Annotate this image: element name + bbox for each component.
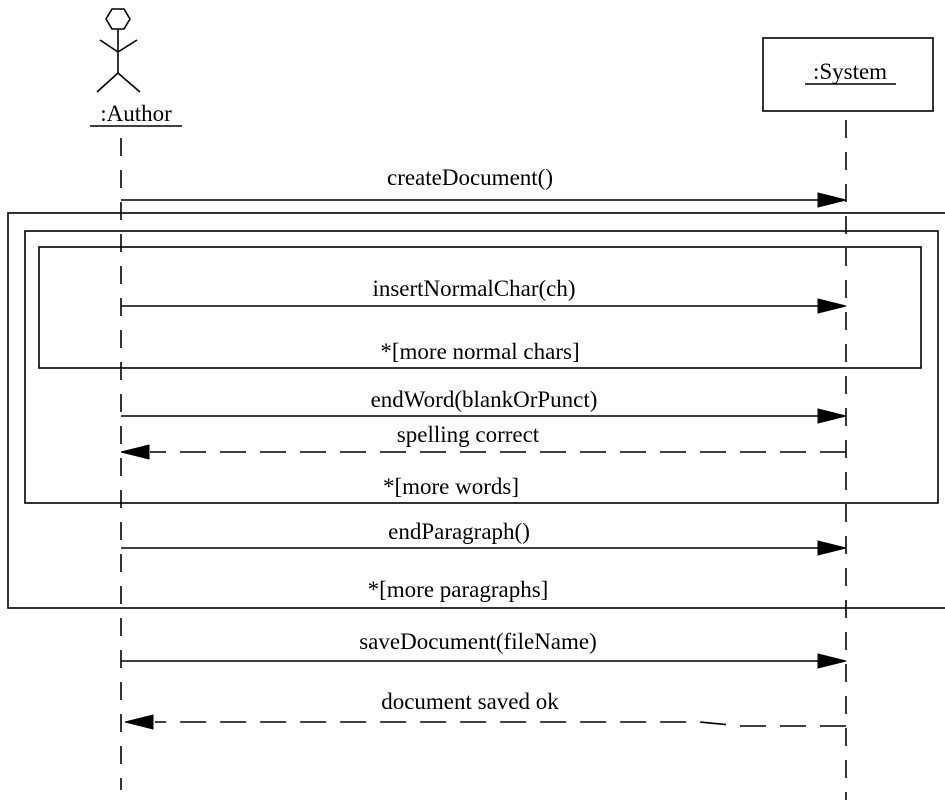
author-actor-icon (96, 8, 141, 93)
loop-guard-more-paragraphs: *[more paragraphs] (368, 577, 549, 602)
message-create-document-label: createDocument() (387, 165, 553, 190)
arrowhead-icon (817, 298, 847, 314)
message-end-paragraph-label: endParagraph() (388, 519, 530, 544)
author-label: :Author (100, 101, 172, 126)
loop-frame-words (24, 230, 939, 504)
message-document-saved-ok-arrow (155, 721, 846, 727)
arrowhead-icon (124, 714, 154, 730)
arrowhead-icon (120, 444, 150, 460)
message-document-saved-ok-label: document saved ok (381, 689, 559, 714)
system-label: :System (813, 59, 887, 84)
message-end-word-label: endWord(blankOrPunct) (371, 387, 598, 412)
arrowhead-icon (817, 192, 847, 208)
arrowhead-icon (817, 408, 847, 424)
message-save-document-label: saveDocument(fileName) (359, 629, 597, 654)
loop-frame-paragraphs (7, 212, 945, 609)
loop-guard-more-normal-chars: *[more normal chars] (380, 339, 579, 364)
message-insert-normal-char-label: insertNormalChar(ch) (372, 276, 575, 301)
loop-guard-more-words: *[more words] (383, 474, 519, 499)
system-box (762, 37, 934, 112)
arrowhead-icon (817, 540, 847, 556)
arrowhead-icon (817, 653, 847, 669)
message-spelling-correct-label: spelling correct (397, 422, 540, 447)
loop-frame-normal-chars (38, 246, 922, 369)
